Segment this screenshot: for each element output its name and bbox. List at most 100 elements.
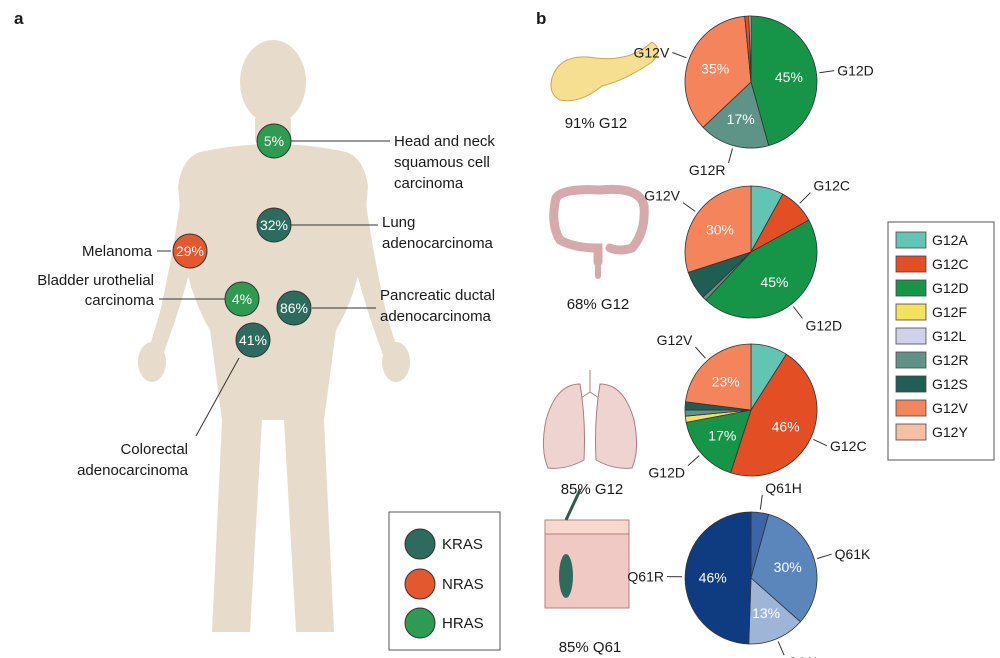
caption-pancreas: 91% G12 bbox=[565, 115, 628, 132]
legend-label-nras: NRAS bbox=[442, 576, 484, 593]
site-label-head-neck-line3: carcinoma bbox=[394, 175, 464, 192]
pie-colorectal-callout-line-g12v bbox=[682, 202, 696, 212]
site-label-lung-line2: adenocarcinoma bbox=[382, 235, 494, 252]
pie-melanoma-callout-line-q61k bbox=[817, 553, 832, 559]
legend-swatch-kras bbox=[404, 528, 436, 560]
site-label-bladder-line2: carcinoma bbox=[85, 292, 155, 309]
site-circle-melanoma bbox=[172, 233, 208, 269]
pie-colorectal-callout-g12d: G12D bbox=[806, 317, 843, 333]
pie-melanoma-value-q61k: 30% bbox=[774, 559, 802, 575]
pie-pancreas-callout-g12r: G12R bbox=[689, 162, 726, 178]
legend-swatch-g12a bbox=[895, 231, 927, 249]
pie-lung-callout-line-g12d bbox=[687, 455, 700, 466]
legend-swatch-g12d bbox=[895, 279, 927, 297]
pie-lung-callout-g12d: G12D bbox=[648, 465, 685, 481]
legend-label-g12a: G12A bbox=[932, 232, 968, 248]
pie-pancreas-callout-line-g12d bbox=[819, 70, 835, 74]
site-label-colorectal-line2: adenocarcinoma bbox=[77, 462, 189, 479]
pie-colorectal-callout-line-g12d bbox=[792, 306, 803, 319]
pie-lung-value-g12c: 46% bbox=[772, 418, 800, 434]
pie-lung-value-g12v: 23% bbox=[712, 373, 740, 389]
skin-icon bbox=[544, 489, 630, 609]
pie-lung-callout-g12v: G12V bbox=[657, 332, 693, 348]
site-value-head-neck: 5% bbox=[264, 133, 284, 149]
site-value-lung: 32% bbox=[260, 217, 288, 233]
legend-swatch-g12f bbox=[895, 303, 927, 321]
human-body-illustration bbox=[138, 40, 410, 632]
site-label-colorectal-line1: Colorectal bbox=[120, 441, 188, 458]
panel-a-label: a bbox=[14, 9, 24, 28]
legend-swatch-hras bbox=[404, 607, 436, 639]
pie-lung-slice-g12d bbox=[685, 409, 752, 474]
pie-colorectal-callout-g12c: G12C bbox=[813, 178, 850, 194]
site-label-head-neck-line1: Head and neck bbox=[394, 133, 495, 150]
pie-pancreas-callout-line-g12r bbox=[728, 148, 733, 164]
pie-lung-slice-g12c bbox=[730, 353, 818, 477]
pie-colorectal-callout-g12v: G12V bbox=[644, 188, 680, 204]
legend-label-g12s: G12S bbox=[932, 376, 968, 392]
caption-lung: 85% G12 bbox=[561, 481, 624, 498]
pie-pancreas-slice-g12r bbox=[702, 81, 770, 149]
site-values: 5% 32% 29% 4% 86% 41% bbox=[176, 133, 308, 348]
legend-swatch-g12l bbox=[895, 327, 927, 345]
legend-label-g12r: G12R bbox=[932, 352, 969, 368]
pie-lung-callout-line-g12v bbox=[695, 346, 706, 359]
legend-swatch-g12y bbox=[895, 423, 927, 441]
organ-captions: 91% G12 68% G12 85% G12 85% Q61 bbox=[559, 115, 630, 656]
site-leader-lines bbox=[157, 140, 390, 437]
pie-pancreas-value-g12v: 35% bbox=[701, 61, 729, 77]
pie-melanoma-callout-q61h: Q61H bbox=[765, 480, 802, 496]
pie-colorectal-value-g12v: 30% bbox=[706, 222, 734, 238]
site-label-lung-line1: Lung bbox=[382, 214, 415, 231]
legend-swatch-g12v bbox=[895, 399, 927, 417]
site-circle-pancreatic bbox=[276, 290, 312, 326]
pie-melanoma-callout-q61k: Q61K bbox=[835, 546, 871, 562]
legend-swatch-g12s bbox=[895, 375, 927, 393]
legend-label-g12l: G12L bbox=[932, 328, 966, 344]
pie-colorectal-slice-g12d bbox=[705, 219, 818, 319]
site-value-melanoma: 29% bbox=[176, 243, 204, 259]
pie-melanoma-value-q61r: 46% bbox=[699, 569, 727, 585]
pie-colorectal-value-g12d: 45% bbox=[760, 274, 788, 290]
caption-skin: 85% Q61 bbox=[559, 639, 622, 656]
lung-icon bbox=[542, 370, 638, 469]
pie-melanoma-slice-q61k bbox=[750, 513, 818, 623]
pie-charts: 45% G12D 17% G12R 35% G12V G12C 45% G12D 30% G12V 4… bbox=[627, 15, 874, 658]
colon-icon bbox=[549, 184, 649, 279]
pie-melanoma-callout-line-q61l bbox=[777, 641, 785, 656]
site-label-head-neck-line2: squamous cell bbox=[394, 154, 490, 171]
legend-label-hras: HRAS bbox=[442, 615, 484, 632]
site-label-pancreatic-line1: Pancreatic ductal bbox=[380, 287, 495, 304]
legend-swatch-g12r bbox=[895, 351, 927, 369]
pie-lung-callout-line-g12c bbox=[813, 438, 828, 447]
site-labels: Head and neck squamous cell carcinoma Lu… bbox=[37, 133, 495, 479]
site-value-colorectal: 41% bbox=[239, 332, 267, 348]
pie-pancreas-value-g12d: 45% bbox=[775, 69, 803, 85]
legend-swatch-g12c bbox=[895, 255, 927, 273]
legend-label-g12d: G12D bbox=[932, 280, 969, 296]
site-label-melanoma: Melanoma bbox=[82, 243, 153, 260]
pie-melanoma-callout-q61l: Q61L bbox=[787, 654, 821, 658]
site-value-bladder: 4% bbox=[232, 291, 252, 307]
caption-colon: 68% G12 bbox=[567, 296, 630, 313]
pie-pancreas-slice-g12v bbox=[684, 15, 752, 128]
pie-pancreas-callout-g12v: G12V bbox=[633, 45, 669, 61]
panel-b-label: b bbox=[536, 9, 546, 28]
pie-melanoma-callout-line-q61h bbox=[759, 494, 763, 510]
pie-melanoma-value-q61l: 13% bbox=[752, 605, 780, 621]
legend-swatch-nras bbox=[404, 568, 436, 600]
site-markers bbox=[172, 123, 312, 358]
pie-colorectal-slice-g12v bbox=[684, 185, 752, 273]
pie-melanoma-slice-q61r bbox=[684, 511, 752, 645]
pie-melanoma-slice-q61l bbox=[748, 577, 801, 645]
site-label-pancreatic-line2: adenocarcinoma bbox=[380, 308, 492, 325]
legend-label-g12v: G12V bbox=[932, 400, 968, 416]
pie-lung-value-g12d: 17% bbox=[708, 427, 736, 443]
pie-lung-slice-g12v bbox=[685, 343, 752, 411]
site-circle-head-neck bbox=[256, 123, 292, 159]
pie-colorectal-callout-line-g12c bbox=[799, 192, 811, 204]
pie-pancreas-slice-g12d bbox=[750, 15, 818, 147]
pie-pancreas-callout-line-g12v bbox=[672, 52, 687, 59]
